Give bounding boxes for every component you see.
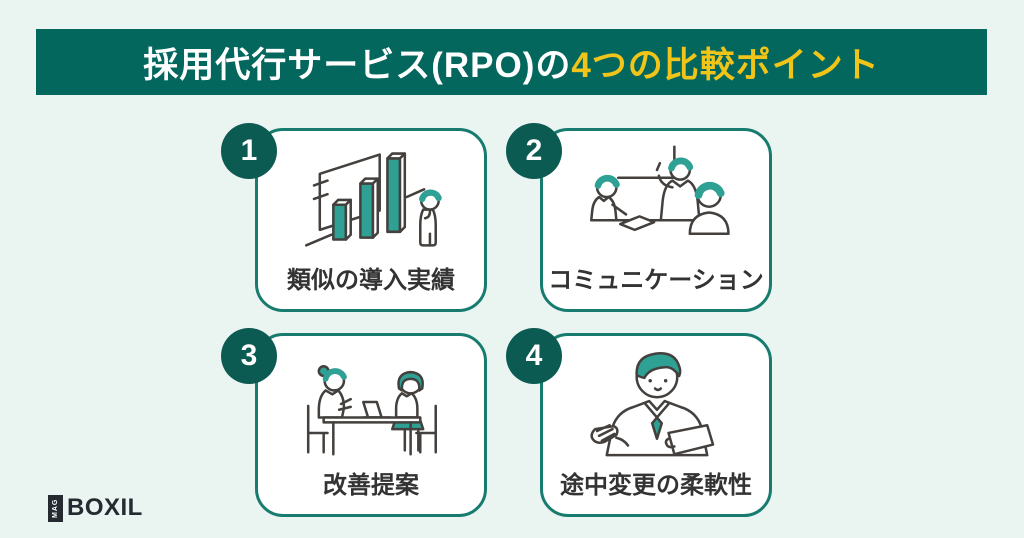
card-similar-track-record: 1 類似の導入実績 xyxy=(221,123,487,312)
card-communication: 2 コミュニケーション xyxy=(506,123,772,312)
boxil-logo-text: BOXIL xyxy=(67,494,143,521)
card-label-4: 途中変更の柔軟性 xyxy=(560,472,752,499)
mag-box-icon: MAG xyxy=(48,494,63,522)
number-badge-1: 1 xyxy=(221,123,277,179)
title-main-text: 採用代行サービス(RPO)の xyxy=(143,45,572,85)
bar-chart-growth-illustration xyxy=(258,141,484,255)
number-badge-3: 3 xyxy=(221,328,277,384)
one-on-one-consulting-illustration xyxy=(258,346,484,460)
title-banner: 採用代行サービス(RPO)の4つの比較ポイント xyxy=(36,29,987,95)
number-badge-2: 2 xyxy=(506,123,562,179)
flexible-presenter-illustration xyxy=(543,346,769,460)
title-highlight-text: 4つの比較ポイント xyxy=(571,45,880,85)
page-title: 採用代行サービス(RPO)の4つの比較ポイント xyxy=(143,37,880,88)
card-label-3: 改善提案 xyxy=(323,472,419,499)
team-meeting-illustration xyxy=(543,141,769,255)
number-badge-4: 4 xyxy=(506,328,562,384)
card-improvement-proposal: 3 改善提案 xyxy=(221,328,487,517)
boxil-mag-logo: MAG BOXIL xyxy=(48,494,143,522)
card-mid-course-flexibility: 4 途中変更の柔軟性 xyxy=(506,328,772,517)
card-label-2: コミュニケーション xyxy=(548,267,764,294)
card-label-1: 類似の導入実績 xyxy=(287,267,455,294)
